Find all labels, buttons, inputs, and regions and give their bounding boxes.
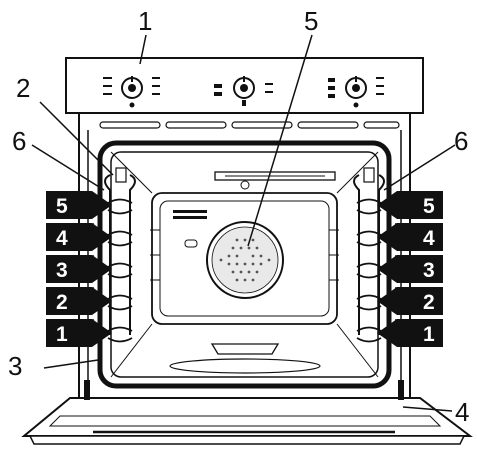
- right-shelf-rails: [353, 167, 385, 343]
- left-level-tag: [46, 255, 112, 283]
- right-level-label: 3: [423, 259, 435, 282]
- oven-cavity: [97, 140, 392, 389]
- left-level-tag: [46, 287, 112, 315]
- right-level-tag: [377, 319, 443, 347]
- callout-leaders: [31, 34, 456, 412]
- left-level-label: 2: [56, 291, 68, 314]
- right-level-label: 4: [423, 227, 435, 250]
- right-level-label: 2: [423, 291, 435, 314]
- callout-numbers: 1 2 6 5 6 3 4: [8, 6, 469, 427]
- fan-cover: [206, 221, 284, 299]
- left-level-label: 1: [56, 323, 68, 346]
- right-level-label: 5: [423, 195, 435, 218]
- callout-left-upper: 2: [16, 73, 30, 103]
- left-shelf-level-tags: 5 4 3 2 1: [46, 191, 112, 347]
- callout-rail-left: 6: [12, 126, 26, 156]
- left-knob: [103, 76, 160, 108]
- callout-door: 4: [455, 397, 469, 427]
- left-level-tag: [46, 223, 112, 251]
- callout-control-panel: 1: [138, 6, 152, 36]
- right-level-tag: [377, 191, 443, 219]
- right-level-tag: [377, 255, 443, 283]
- callout-fan-cover: 5: [304, 6, 318, 36]
- callout-left-lower: 3: [8, 351, 22, 381]
- callout-rail-right: 6: [454, 126, 468, 156]
- left-level-tag: [46, 191, 112, 219]
- left-level-label: 3: [56, 259, 68, 282]
- right-level-label: 1: [423, 323, 435, 346]
- left-level-tag: [46, 319, 112, 347]
- oven-door: [21, 380, 473, 445]
- right-level-tag: [377, 223, 443, 251]
- middle-knob: [214, 76, 273, 106]
- left-shelf-rails: [104, 167, 136, 343]
- left-level-label: 4: [56, 227, 68, 250]
- left-level-label: 5: [56, 195, 68, 218]
- right-shelf-level-tags: 5 4 3 2 1: [377, 191, 443, 347]
- right-knob: [328, 76, 384, 108]
- right-level-tag: [377, 287, 443, 315]
- control-panel: [65, 57, 424, 114]
